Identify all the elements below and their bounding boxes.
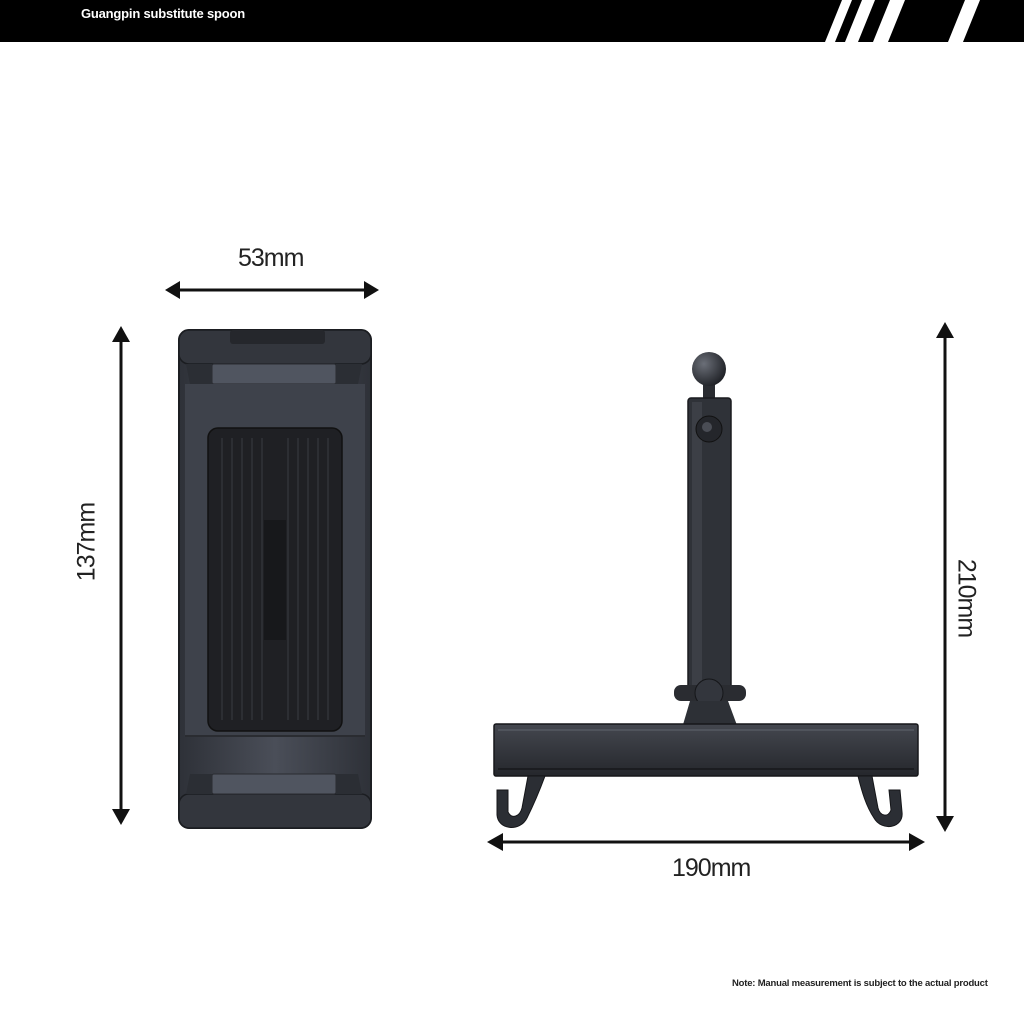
headrest-bracket — [493, 352, 919, 828]
bracket-height-label: 210mm — [952, 558, 981, 638]
top-banner: Guangpin substitute spoon — [0, 0, 1024, 42]
bracket-width-label: 190mm — [672, 854, 751, 882]
width-arrow-190 — [487, 833, 925, 851]
width-arrow-53 — [165, 281, 379, 299]
brand-title: Guangpin substitute spoon — [81, 6, 245, 21]
holder-width-label: 53mm — [238, 244, 304, 272]
height-arrow-137 — [112, 326, 130, 825]
stripes-decoration — [825, 0, 980, 42]
phone-holder — [178, 329, 372, 829]
height-arrow-210 — [936, 322, 954, 832]
holder-height-label: 137mm — [72, 502, 101, 582]
measurement-note: Note: Manual measurement is subject to t… — [732, 978, 988, 989]
